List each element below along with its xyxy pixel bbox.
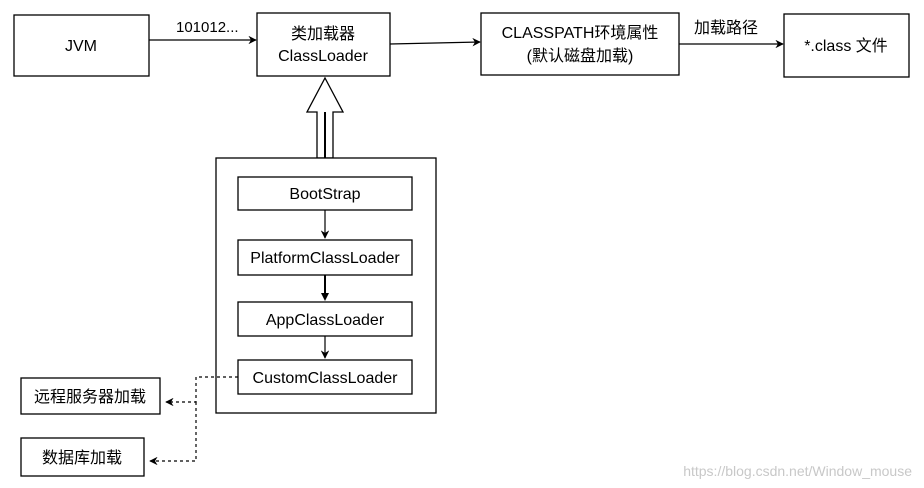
- app-node: AppClassLoader: [237, 301, 413, 337]
- edge-custom-to-database: [149, 402, 197, 466]
- edge-classloader-to-classpath: [389, 37, 481, 47]
- edge-custom-to-remote: [165, 376, 238, 407]
- classloader-label-cn: 类加载器: [291, 25, 355, 43]
- edge-label-bytes: 101012...: [176, 19, 239, 36]
- platform-node: PlatformClassLoader: [237, 239, 413, 276]
- class-file-node: *.class 文件: [783, 13, 910, 78]
- classloader-label-en: ClassLoader: [278, 48, 369, 65]
- custom-node: CustomClassLoader: [237, 359, 413, 395]
- jvm-node: JVM: [13, 14, 150, 77]
- class-file-label: *.class 文件: [804, 37, 888, 55]
- database-label: 数据库加载: [42, 449, 122, 467]
- platform-label: PlatformClassLoader: [250, 250, 400, 267]
- database-node: 数据库加载: [20, 437, 145, 477]
- classpath-sublabel: (默认磁盘加载): [527, 46, 634, 65]
- remote-label: 远程服务器加载: [34, 388, 146, 406]
- bootstrap-node: BootStrap: [237, 176, 413, 211]
- watermark: https://blog.csdn.net/Window_mouse: [683, 463, 912, 479]
- classloader-node: 类加载器 ClassLoader: [256, 12, 391, 77]
- classpath-node: CLASSPATH环境属性 (默认磁盘加载): [480, 12, 680, 76]
- edge-label-load-path: 加载路径: [694, 19, 758, 37]
- bootstrap-label: BootStrap: [289, 186, 360, 203]
- arrowhead-platform-app: [321, 293, 329, 301]
- app-label: AppClassLoader: [266, 312, 385, 329]
- remote-node: 远程服务器加载: [20, 377, 161, 415]
- custom-label: CustomClassLoader: [253, 370, 399, 387]
- classpath-label: CLASSPATH环境属性: [502, 23, 659, 42]
- jvm-label: JVM: [65, 38, 97, 55]
